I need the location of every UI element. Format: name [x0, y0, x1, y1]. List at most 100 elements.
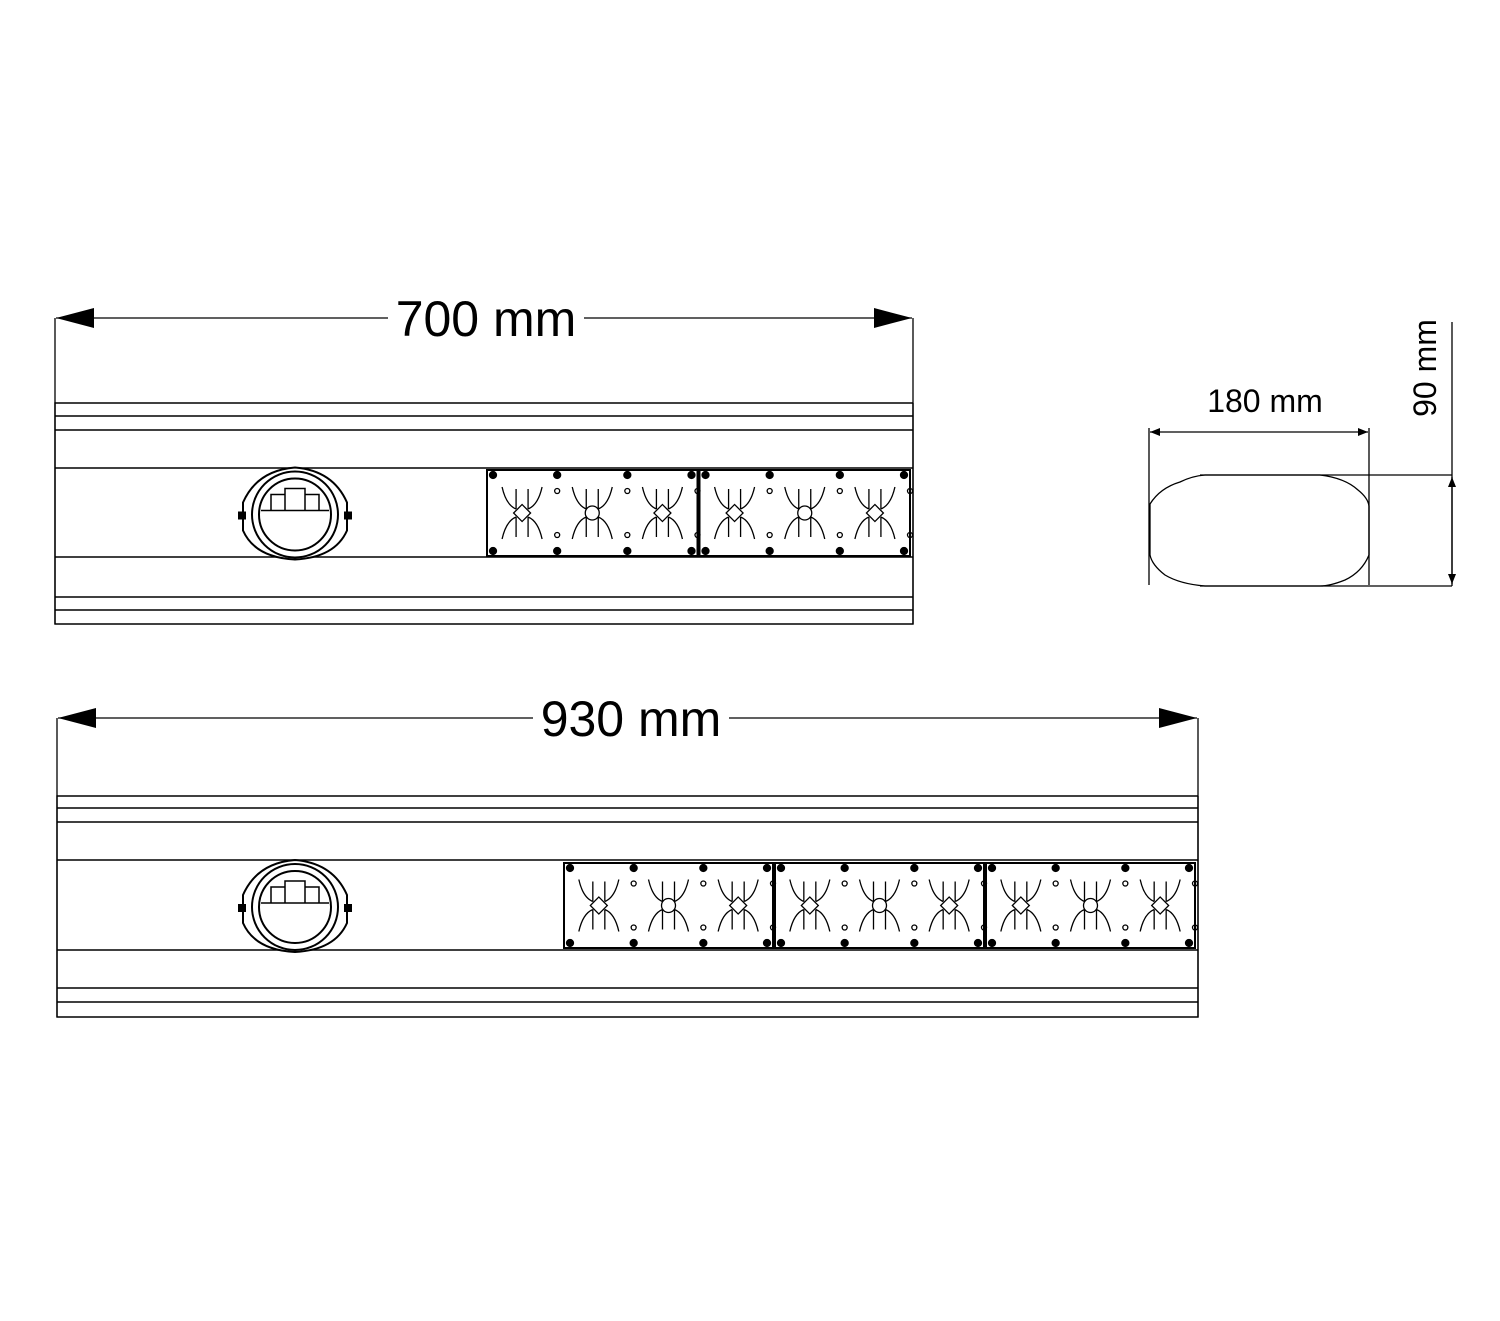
led-chip — [512, 503, 532, 523]
lens-segment — [527, 516, 543, 540]
lens-segment — [501, 516, 517, 540]
screw — [701, 470, 710, 480]
hole — [1052, 924, 1059, 931]
led-lens — [1069, 879, 1129, 932]
screw — [565, 863, 575, 873]
led-lens — [858, 879, 918, 932]
gland-clip — [344, 904, 352, 912]
screw — [687, 546, 696, 556]
led-lens — [789, 879, 848, 932]
hole — [841, 880, 848, 887]
gland-terminal — [261, 880, 329, 904]
lens-segment — [743, 908, 759, 932]
hole — [836, 531, 843, 539]
screw — [629, 938, 638, 948]
led-chip — [1011, 896, 1031, 915]
lens-segment — [673, 879, 690, 903]
lens-segment — [884, 908, 901, 932]
cable-gland — [238, 466, 352, 561]
lens-segment — [597, 486, 613, 510]
lens-segment — [1139, 908, 1155, 932]
hole — [836, 487, 843, 495]
lens-segment — [739, 486, 756, 510]
lens-segment — [1026, 879, 1042, 903]
led-chip — [871, 897, 888, 914]
gland-terminal — [261, 487, 329, 512]
lens-segment — [928, 879, 944, 903]
hole — [1191, 924, 1199, 931]
lens-segment — [647, 908, 664, 932]
led-lens — [713, 486, 773, 540]
screw — [1184, 863, 1194, 873]
lens-segment — [810, 486, 826, 510]
screw — [1184, 938, 1194, 948]
lens-segment — [784, 516, 800, 540]
led-lens — [641, 486, 701, 540]
length-label-700: 700 mm — [396, 291, 577, 347]
screw — [565, 938, 575, 948]
outline — [56, 795, 1199, 1018]
module-plate — [774, 862, 985, 949]
screw — [840, 938, 849, 948]
lens-segment — [578, 879, 594, 903]
gland-clip — [238, 511, 246, 520]
screw — [553, 546, 562, 556]
lens-segment — [954, 879, 970, 903]
screw — [553, 470, 562, 480]
lens-segment — [641, 486, 658, 510]
screw — [762, 938, 772, 948]
lens-segment — [1139, 879, 1155, 903]
led-chip — [1082, 897, 1099, 914]
led-chip — [865, 503, 885, 523]
screw — [765, 546, 774, 556]
screw — [1051, 863, 1060, 873]
cross-section-view — [1148, 322, 1456, 587]
hole — [1122, 880, 1129, 887]
lens-segment — [858, 879, 875, 903]
hole — [911, 880, 918, 887]
led-lens — [1000, 879, 1059, 932]
screw — [910, 863, 919, 873]
long-luminaire-view: 930 mm — [56, 691, 1199, 1018]
led-lens — [571, 486, 631, 540]
lens-segment — [667, 516, 684, 540]
hole — [911, 924, 918, 931]
led-chip — [584, 505, 600, 521]
lens-segment — [604, 908, 620, 932]
screw — [488, 470, 498, 480]
length-label-930: 930 mm — [541, 691, 722, 747]
led-chip — [725, 503, 744, 523]
lens-segment — [854, 516, 870, 540]
led-lens — [784, 486, 843, 540]
led-chip — [660, 897, 677, 914]
screw — [973, 938, 983, 948]
led-chip — [1150, 896, 1170, 915]
gland-ring-inner — [258, 870, 332, 944]
lens-segment — [1069, 908, 1086, 932]
lens-segment — [673, 908, 690, 932]
hole — [906, 487, 914, 495]
hole — [1052, 880, 1059, 887]
led-chip — [728, 896, 748, 915]
screw — [699, 938, 708, 948]
lens-segment — [1069, 879, 1086, 903]
lens-segment — [739, 516, 756, 540]
screw — [765, 470, 774, 480]
lens-segment — [954, 908, 970, 932]
hole — [841, 924, 848, 931]
module-plate — [563, 862, 774, 949]
luminaire-body — [56, 795, 1199, 1018]
hole — [1122, 924, 1129, 931]
gland-ring-inner — [258, 477, 332, 552]
hole — [554, 487, 561, 495]
housing-profile — [1149, 474, 1370, 587]
lens-segment — [571, 516, 587, 540]
module-plate — [486, 469, 699, 557]
height-label-90: 90 mm — [1407, 319, 1443, 417]
screw — [987, 938, 997, 948]
screw — [776, 863, 786, 873]
screw — [835, 470, 844, 480]
screw — [488, 546, 498, 556]
led-lens — [647, 879, 707, 932]
